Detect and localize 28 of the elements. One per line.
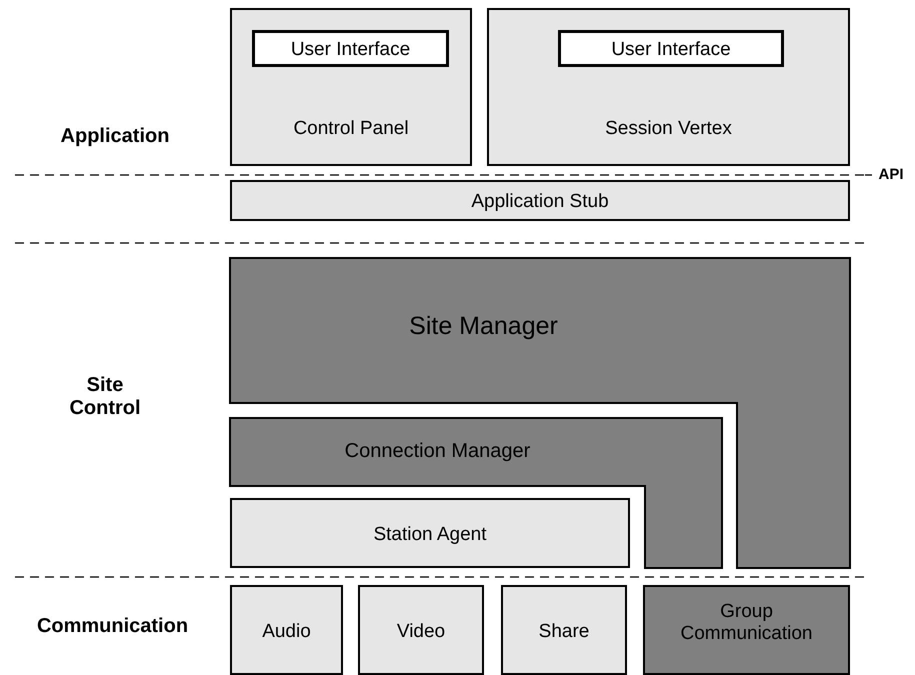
- layer-block: [252, 30, 449, 67]
- block-label: Application Stub: [470, 191, 610, 213]
- block-label: Connection Manager: [344, 440, 532, 463]
- layer-block: [358, 585, 484, 675]
- layer-block: [487, 8, 850, 166]
- layer-block: [230, 180, 850, 221]
- layer-label: Communication: [36, 615, 190, 638]
- layer-label: Site Control: [68, 374, 142, 420]
- layer-block: [558, 30, 784, 67]
- block-label: Group Communication: [680, 601, 814, 645]
- layer-label: API: [877, 166, 904, 183]
- layer-block: [230, 258, 850, 568]
- block-label: Share: [538, 621, 590, 643]
- layer-block: [501, 585, 627, 675]
- layer-block: [230, 8, 472, 166]
- layer-block: [230, 498, 630, 568]
- block-title: Control Panel: [292, 118, 410, 140]
- layer-label: Application: [60, 125, 170, 148]
- block-label: User Interface: [610, 39, 732, 61]
- block-title: Session Vertex: [604, 118, 733, 140]
- layer-block: [230, 418, 722, 568]
- layer-block: [230, 585, 343, 675]
- block-label: Video: [396, 621, 446, 643]
- block-label: Audio: [261, 621, 312, 643]
- block-label: User Interface: [290, 39, 412, 61]
- block-label: Station Agent: [372, 524, 488, 546]
- block-label: Site Manager: [408, 312, 559, 341]
- layer-block: [643, 585, 850, 675]
